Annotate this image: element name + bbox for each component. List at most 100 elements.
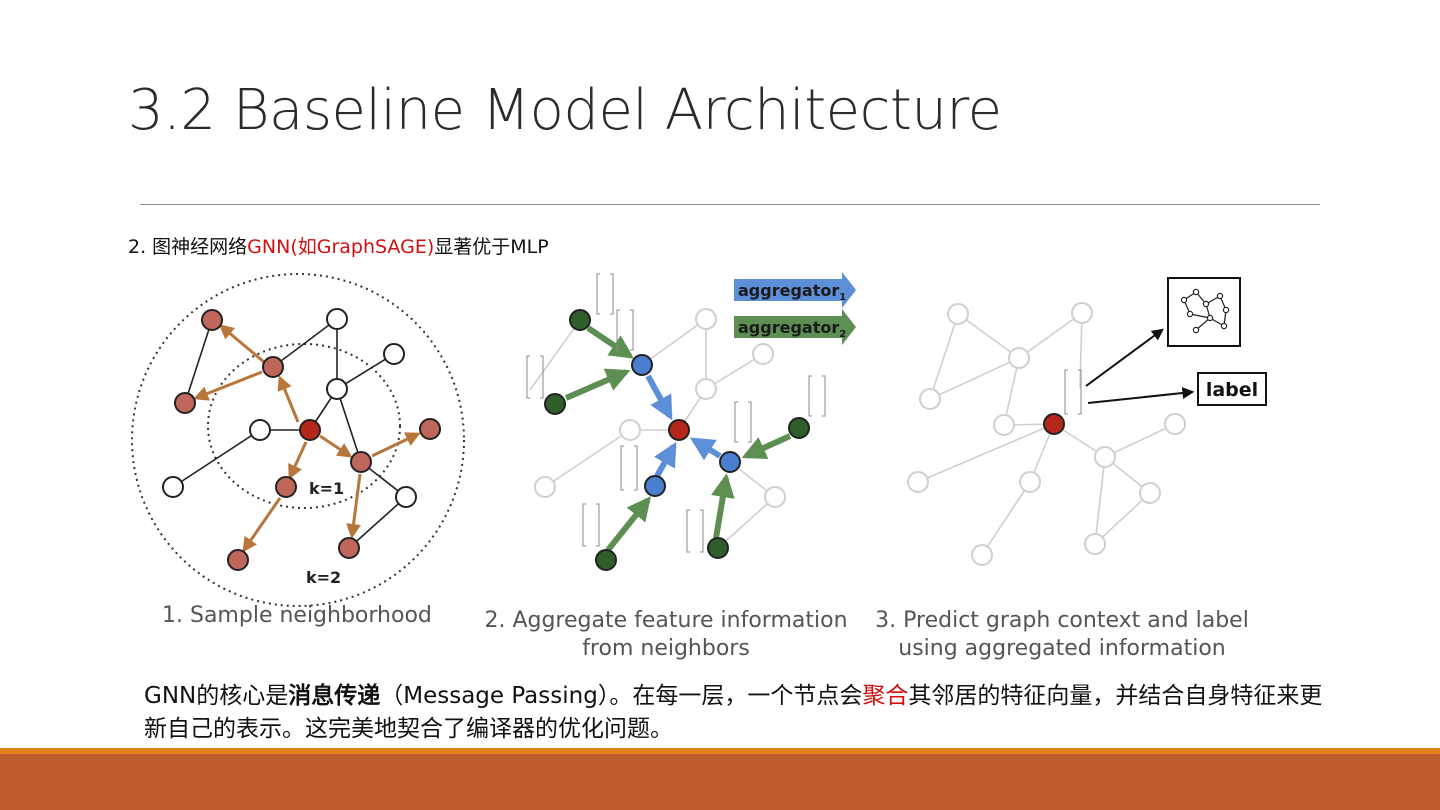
bullet-suffix: 显著优于MLP: [434, 236, 549, 258]
panel-aggregate: aggregator1 aggregator2 2. Aggregate fea…: [484, 272, 856, 661]
panel2-blue-edges: [645, 374, 722, 478]
para-text-3: 其邻居的特征向量，并结合自身特征来更新自己的表示。这完美地契合了编译器的优化问题…: [144, 683, 1323, 742]
p3-node: [1019, 471, 1041, 493]
panel2-feature-vectors: [526, 273, 826, 553]
aggregator2-subscript: 2: [839, 329, 846, 340]
p2-node: [695, 308, 717, 330]
p2-target-node: [668, 419, 690, 441]
p3-node: [1084, 533, 1106, 555]
p3-target-node: [1043, 413, 1065, 435]
para-text-1: GNN的核心是: [144, 683, 289, 709]
p3-node: [1094, 446, 1116, 468]
slide-title: 3.2 Baseline Model Architecture: [128, 78, 1002, 143]
para-aggregate: 聚合: [862, 683, 909, 709]
feature-vector: [734, 401, 752, 443]
p1-node: [174, 392, 196, 414]
p1-node: [326, 308, 348, 330]
feature-vector: [808, 375, 826, 417]
panel2-caption-line1: 2. Aggregate feature information: [484, 608, 847, 633]
p3-node: [947, 303, 969, 325]
p3-node: [993, 414, 1015, 436]
description-paragraph: GNN的核心是消息传递（Message Passing）。在每一层，一个节点会聚…: [144, 680, 1324, 746]
p1-node: [275, 476, 297, 498]
feature-vector: [686, 509, 704, 553]
p1-node: [419, 418, 441, 440]
p2-node: [534, 476, 556, 498]
panel2-green-edges: [564, 325, 792, 552]
feature-vector: [596, 273, 614, 315]
p2-hop1-node: [644, 475, 666, 497]
p1-node: [326, 378, 348, 400]
p3-node: [907, 471, 929, 493]
p3-node: [1071, 302, 1093, 324]
p2-hop2-node: [544, 393, 566, 415]
p2-hop2-node: [788, 417, 810, 439]
p3-feature-vector: [1064, 369, 1082, 415]
p1-node: [338, 537, 360, 559]
feature-vector: [620, 445, 638, 491]
para-message-passing: 消息传递: [288, 683, 381, 709]
panel-predict: label 3. Predict graph context and label…: [875, 277, 1267, 661]
p3-node: [1008, 347, 1030, 369]
hop1-boundary: [207, 343, 401, 509]
p1-node: [262, 356, 284, 378]
feature-vector: [526, 355, 544, 399]
feature-vector: [582, 503, 600, 547]
k2-label: k=2: [306, 568, 341, 587]
aggregator1-subscript: 1: [839, 292, 846, 303]
panel-sample-neighborhood: k=1 k=2 1. Sample neighborhood: [131, 273, 465, 628]
p2-hop2-node: [595, 549, 617, 571]
bullet-prefix: 2. 图神经网络: [128, 236, 248, 258]
k1-label: k=1: [309, 479, 344, 498]
p1-node: [350, 451, 372, 473]
p1-node: [395, 486, 417, 508]
panel1-nodes: [162, 308, 441, 571]
p2-hop1-node: [719, 451, 741, 473]
para-text-2: （Message Passing）。在每一层，一个节点会: [380, 683, 863, 709]
panel2-faded-nodes: [534, 308, 786, 508]
graph-context-box: [1167, 277, 1241, 347]
p1-node: [249, 419, 271, 441]
panel3-caption-line2: using aggregated information: [898, 636, 1225, 661]
label-box-text: label: [1206, 379, 1258, 401]
footer-accent-line: [0, 748, 1440, 754]
p3-node: [919, 388, 941, 410]
panel1-caption: 1. Sample neighborhood: [162, 603, 432, 628]
hop2-boundary: [131, 273, 465, 607]
panel3-faded-nodes: [907, 302, 1186, 566]
p3-node: [1139, 482, 1161, 504]
p1-node: [383, 343, 405, 365]
svg-text:aggregator1: aggregator1: [738, 281, 846, 303]
panel1-sampled-edges: [193, 324, 421, 553]
p2-node: [695, 378, 717, 400]
feature-vector: [616, 309, 634, 351]
aggregator2-label: aggregator: [738, 318, 839, 337]
p2-hop2-node: [569, 309, 591, 331]
p1-target-node: [299, 419, 321, 441]
panel3-caption-line1: 3. Predict graph context and label: [875, 608, 1249, 633]
panel2-faded-edges: [529, 318, 776, 549]
p1-node: [162, 476, 184, 498]
panel3-output-arrows: [1085, 328, 1195, 404]
svg-text:aggregator2: aggregator2: [738, 318, 846, 340]
footer-bar: [0, 754, 1440, 810]
p2-hop1-node: [631, 354, 653, 376]
aggregator2-arrow: aggregator2: [734, 309, 856, 345]
graphsage-diagram: k=1 k=2 1. Sample neighborhood: [131, 272, 1267, 661]
p3-node: [971, 544, 993, 566]
p2-hop2-node: [707, 537, 729, 559]
aggregator1-arrow: aggregator1: [734, 272, 856, 308]
p1-node: [227, 549, 249, 571]
p2-node: [752, 343, 774, 365]
p2-node: [619, 419, 641, 441]
panel2-caption-line2: from neighbors: [582, 636, 750, 661]
aggregator1-label: aggregator: [738, 281, 839, 300]
bullet-highlight: GNN(如GraphSAGE): [247, 236, 435, 258]
panel2-active-nodes: [544, 309, 810, 571]
title-divider: [140, 204, 1320, 205]
p3-node: [1164, 413, 1186, 435]
bullet-point: 2. 图神经网络GNN(如GraphSAGE)显著优于MLP: [128, 232, 549, 259]
p1-node: [201, 309, 223, 331]
label-box: [1197, 372, 1267, 406]
p2-node: [764, 486, 786, 508]
